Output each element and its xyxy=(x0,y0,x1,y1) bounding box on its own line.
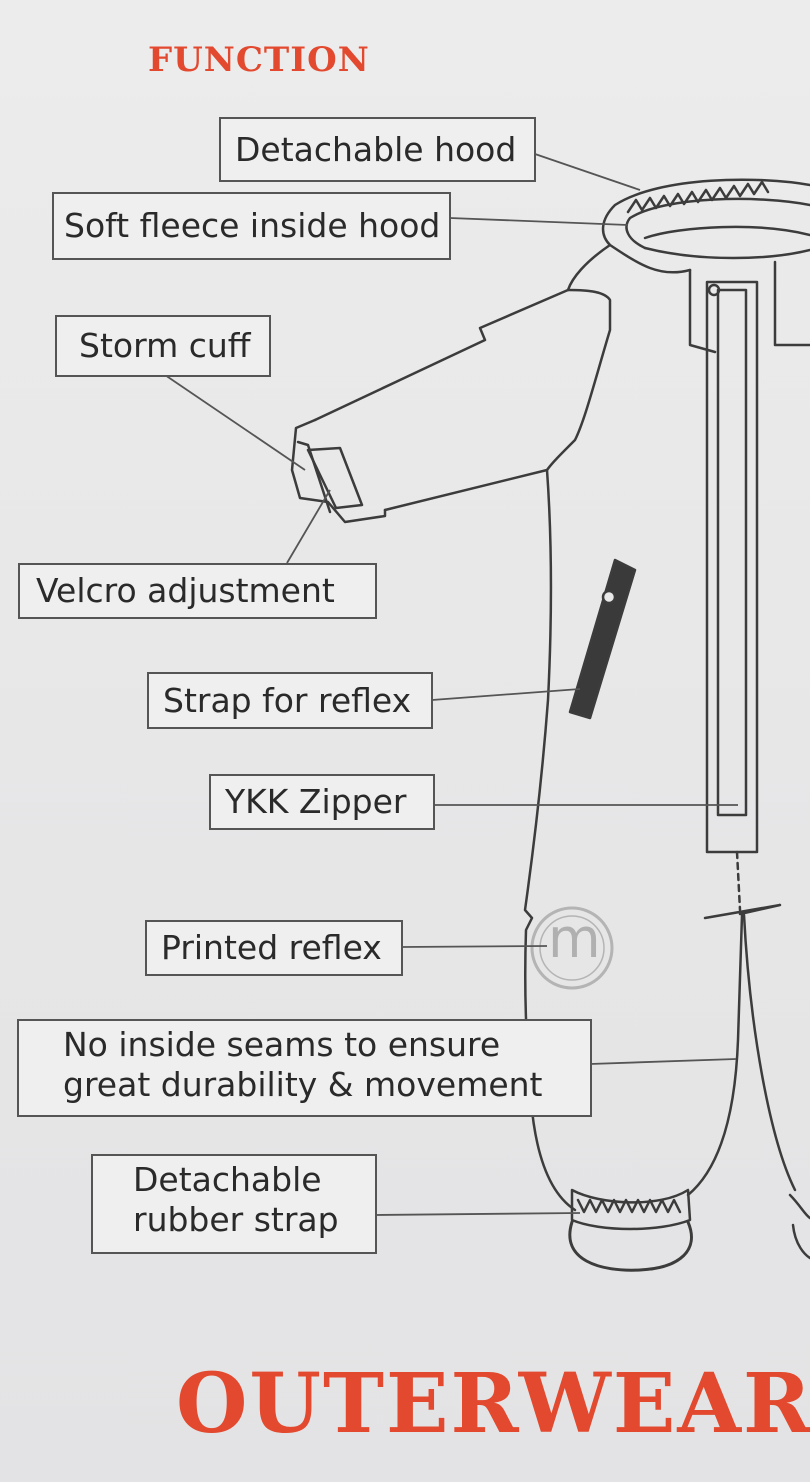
crotch-dart xyxy=(703,903,782,920)
leader-rubber-strap xyxy=(375,1212,581,1216)
hood-outline xyxy=(566,178,810,292)
label-printed-reflex-text: Printed reflex xyxy=(161,928,382,968)
zipper-seam xyxy=(735,850,742,912)
arm-bottom xyxy=(383,468,549,512)
label-velcro-text: Velcro adjustment xyxy=(36,571,335,611)
zipper-inner xyxy=(716,288,748,817)
leg-inner-left xyxy=(686,913,744,1197)
label-soft-fleece-text: Soft fleece inside hood xyxy=(64,206,441,246)
hood-fleece xyxy=(626,180,770,214)
label-no-inside-seams: No inside seams to ensure great durabili… xyxy=(17,1019,592,1117)
collar-right xyxy=(773,260,810,347)
label-printed-reflex: Printed reflex xyxy=(145,920,403,976)
label-soft-fleece: Soft fleece inside hood xyxy=(52,192,451,260)
leader-printed-reflex xyxy=(401,945,548,948)
leader-velcro xyxy=(286,489,331,564)
left-cuff-elastic xyxy=(576,1198,682,1214)
hood-rim xyxy=(625,197,810,250)
cuff-outer xyxy=(290,418,387,524)
label-storm-cuff-text: Storm cuff xyxy=(79,326,251,366)
label-detachable-hood: Detachable hood xyxy=(219,117,536,182)
outerwear-footer: OUTERWEAR xyxy=(176,1356,810,1452)
body-left-side xyxy=(523,468,577,1212)
leader-soft-fleece xyxy=(449,217,629,226)
zipper-placket xyxy=(705,280,759,854)
hood-lining xyxy=(643,246,810,260)
leader-detachable-hood xyxy=(534,153,641,191)
label-strap-for-reflex: Strap for reflex xyxy=(147,672,433,729)
left-foot-strap xyxy=(568,1220,693,1272)
label-velcro-adjustment: Velcro adjustment xyxy=(18,563,377,619)
label-no-seams-line-2: great durability & movement xyxy=(63,1064,543,1104)
right-foot-strap xyxy=(791,1223,810,1260)
cuff-band xyxy=(296,440,332,514)
label-strap-reflex-text: Strap for reflex xyxy=(163,680,412,720)
leg-inner-right xyxy=(742,913,797,1192)
label-rubber-strap: Detachable rubber strap xyxy=(91,1154,377,1254)
leader-strap-reflex xyxy=(431,688,581,701)
printed-reflex-logo xyxy=(530,906,614,990)
zipper-notch xyxy=(688,268,717,354)
arm-top xyxy=(313,288,570,422)
reflex-ring xyxy=(601,589,617,605)
collar-left xyxy=(608,243,692,274)
hood-inner xyxy=(643,225,810,240)
leader-storm-cuff xyxy=(164,374,306,471)
leader-no-seams xyxy=(589,1058,737,1065)
cuff-velcro xyxy=(306,446,364,510)
label-rubber-strap-line-2: rubber strap xyxy=(133,1199,339,1239)
shoulder xyxy=(545,288,612,472)
logo-letter-glyph: m xyxy=(548,907,601,970)
label-ykk-zipper-text: YKK Zipper xyxy=(225,782,407,822)
reflex-strap xyxy=(568,558,637,720)
right-cuff xyxy=(788,1193,810,1220)
label-rubber-strap-line-1: Detachable xyxy=(133,1160,322,1199)
label-detachable-hood-text: Detachable hood xyxy=(235,129,517,169)
label-no-seams-line-1: No inside seams to ensure xyxy=(63,1025,501,1064)
label-storm-cuff: Storm cuff xyxy=(55,315,271,377)
function-heading: FUNCTION xyxy=(148,40,370,80)
label-ykk-zipper: YKK Zipper xyxy=(209,774,435,830)
zipper-pull xyxy=(707,283,721,297)
left-cuff xyxy=(570,1188,692,1231)
